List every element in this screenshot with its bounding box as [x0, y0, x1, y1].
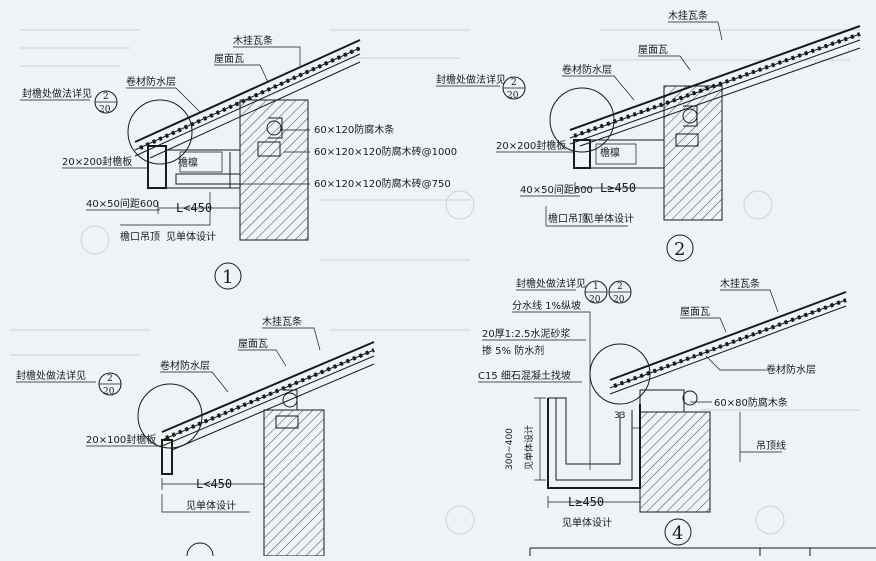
label-fengyan-detail-1: 封檐处做法详见 — [22, 87, 92, 100]
svg-text:20: 20 — [103, 387, 115, 397]
label-danti-3: 见单体设计 — [186, 499, 236, 512]
label-juancai-3: 卷材防水层 — [160, 359, 210, 372]
label-juancai-2: 卷材防水层 — [562, 63, 612, 76]
dim-33: 33 — [614, 411, 625, 421]
wall-4 — [639, 411, 711, 513]
title-block-edge — [529, 547, 876, 556]
label-fengyan-detail-3: 封檐处做法详见 — [16, 369, 86, 382]
wall-1 — [239, 99, 309, 241]
label-brick-1000: 60×120×120防腐木砖@1000 — [314, 145, 457, 158]
detail-number-4 — [664, 518, 692, 546]
svg-text:20: 20 — [99, 105, 111, 115]
label-juancai-4: 卷材防水层 — [766, 363, 816, 376]
label-danti-1: 见单体设计 — [166, 230, 216, 243]
detail-3: L<450 木挂瓦条 屋面瓦 卷材防水层 封檐处做法详见 2 20 20×100… — [16, 315, 375, 561]
wall-2 — [663, 85, 723, 221]
svg-text:2: 2 — [107, 374, 113, 384]
label-jiaju-1: 40×50间距600 — [86, 197, 159, 210]
label-wumianwa-1: 屋面瓦 — [214, 53, 244, 65]
svg-text:20: 20 — [613, 295, 625, 305]
dim-L-less-450-3: L<450 — [196, 477, 232, 491]
svg-text:20: 20 — [589, 295, 601, 305]
svg-text:1: 1 — [593, 282, 599, 292]
label-wumianwa-3: 屋面瓦 — [238, 338, 268, 350]
dim-L-less-450: L<450 — [176, 201, 212, 215]
svg-text:2: 2 — [674, 239, 685, 260]
label-fengyan-detail-2: 封檐处做法详见 — [436, 73, 506, 86]
label-diaodingxian: 吊顶线 — [756, 439, 786, 452]
svg-text:1: 1 — [222, 267, 233, 288]
svg-text:20: 20 — [507, 91, 519, 101]
detail-number-1 — [214, 262, 242, 290]
svg-text:2: 2 — [617, 282, 623, 292]
label-wumianwa-2: 屋面瓦 — [638, 44, 668, 56]
label-fenshuixian: 分水线 1%纵坡 — [512, 299, 581, 312]
detail-1: L<450 木挂瓦条 屋面瓦 卷材防水层 封檐处做法详见 2 20 60×120… — [20, 34, 457, 290]
svg-text:2: 2 — [511, 78, 517, 88]
label-mugua-2: 木挂瓦条 — [668, 9, 708, 22]
detail-number-3-partial — [186, 542, 214, 561]
label-jiaju-2: 40×50间距600 — [520, 183, 593, 196]
label-wumianwa-4: 屋面瓦 — [680, 306, 710, 318]
label-mortar-1: 20厚1:2.5水泥砂浆 — [482, 327, 570, 340]
label-yankou-2: 檐口吊顶 — [548, 212, 588, 225]
label-juancai-1: 卷材防水层 — [126, 75, 176, 88]
label-mortar-2: 掺 5% 防水剂 — [482, 344, 544, 357]
label-yanlin-1: 檐檩 — [178, 156, 198, 169]
label-fengyan-20x100: 20×100封檐板 — [86, 433, 156, 446]
label-fengyan-detail-4: 封檐处做法详见 — [516, 277, 586, 290]
svg-text:4: 4 — [672, 523, 683, 544]
label-mugua-3: 木挂瓦条 — [262, 315, 302, 328]
dim-300-400: 300~400 — [505, 428, 515, 470]
label-danti-4v: 见单体设计 — [523, 425, 535, 470]
wall-3 — [263, 409, 325, 557]
ghost-layer — [10, 29, 860, 535]
detail-4: 300~400 见单体设计 L≥450 见单体设计 木挂瓦条 屋面瓦 卷材防水层… — [478, 277, 847, 546]
label-fangfu-60x80: 60×80防腐木条 — [714, 396, 788, 409]
label-brick-750: 60×120×120防腐木砖@750 — [314, 177, 451, 190]
label-fangfu-60x120: 60×120防腐木条 — [314, 123, 394, 136]
dim-L-ge-450-2: L≥450 — [600, 181, 636, 195]
label-fengyan-20x200-2: 20×200封檐板 — [496, 139, 566, 152]
label-danti-2: 见单体设计 — [584, 212, 634, 225]
svg-text:2: 2 — [103, 92, 109, 102]
label-danti-4: 见单体设计 — [562, 516, 612, 529]
label-mugua-4: 木挂瓦条 — [720, 277, 760, 290]
label-c15: C15 细石混凝土找坡 — [478, 369, 571, 382]
dim-L-ge-450-4: L≥450 — [568, 495, 604, 509]
detail-2: L≥450 木挂瓦条 屋面瓦 卷材防水层 封檐处做法详见 2 20 20×200… — [436, 9, 861, 262]
detail-number-2 — [666, 234, 694, 262]
label-yankou-1: 檐口吊顶 — [120, 230, 160, 243]
label-mugua-1: 木挂瓦条 — [233, 34, 273, 47]
label-fengyan-20x200-1: 20×200封檐板 — [62, 155, 132, 168]
label-yanlin-2: 檐檩 — [600, 146, 620, 159]
